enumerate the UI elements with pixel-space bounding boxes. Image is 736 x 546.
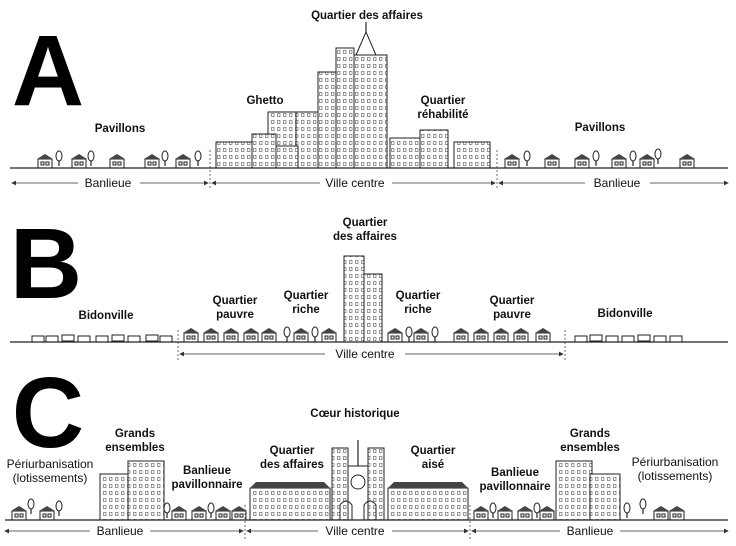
label-rich-1: Quartier bbox=[411, 445, 456, 457]
label-poor-left-2: pauvre bbox=[216, 309, 254, 321]
skyscrapers bbox=[295, 22, 388, 169]
label-bidonville-right: Bidonville bbox=[598, 308, 653, 320]
label-business-district: Quartier des affaires bbox=[311, 10, 423, 22]
zone-ville-centre-c: Ville centre bbox=[325, 524, 384, 538]
label-ge-left-2: ensembles bbox=[105, 442, 164, 454]
label-pavillons-right: Pavillons bbox=[575, 122, 626, 134]
label-rehab-1: Quartier bbox=[421, 95, 466, 107]
zone-banlieue-right: Banlieue bbox=[594, 176, 641, 190]
label-banl-right-2: pavillonnaire bbox=[480, 481, 551, 493]
label-business-2: des affaires bbox=[260, 459, 324, 471]
label-peri-left-2: (lotissements) bbox=[13, 471, 88, 485]
label-poor-right-2: pauvre bbox=[493, 309, 531, 321]
label-banl-left-2: pavillonnaire bbox=[172, 479, 243, 491]
ghetto-buildings bbox=[215, 111, 299, 169]
label-banl-right-1: Banlieue bbox=[491, 467, 539, 479]
label-bidonville-left: Bidonville bbox=[79, 310, 134, 322]
label-rich-right-2: riche bbox=[404, 304, 432, 316]
label-peri-left-1: Périurbanisation bbox=[7, 457, 94, 471]
label-business-2: des affaires bbox=[333, 231, 397, 243]
label-rehab-2: réhabilité bbox=[417, 109, 468, 121]
label-peri-right-1: Périurbanisation bbox=[632, 455, 719, 469]
label-rich-right-1: Quartier bbox=[396, 290, 441, 302]
label-rich-left-2: riche bbox=[292, 304, 320, 316]
panel-letter-a: A bbox=[12, 15, 84, 127]
panel-a: A Quartier des affaires Ghetto Quartier … bbox=[10, 10, 729, 190]
label-heart: Cœur historique bbox=[310, 408, 399, 420]
label-peri-right-2: (lotissements) bbox=[638, 469, 713, 483]
panel-letter-c: C bbox=[12, 357, 84, 469]
zone-ville-centre-b: Ville centre bbox=[335, 347, 394, 361]
cathedral bbox=[331, 440, 385, 521]
zone-banlieue-left-c: Banlieue bbox=[97, 524, 144, 538]
label-ge-left-1: Grands bbox=[115, 428, 155, 440]
panel-b: B Quartier des affaires Bidonville Quart… bbox=[10, 208, 728, 362]
label-rich-2: aisé bbox=[422, 459, 444, 471]
label-rich-left-1: Quartier bbox=[284, 290, 329, 302]
label-poor-right-1: Quartier bbox=[490, 295, 535, 307]
zone-ville-centre: Ville centre bbox=[325, 176, 384, 190]
label-business-1: Quartier bbox=[343, 217, 388, 229]
label-business-1: Quartier bbox=[270, 445, 315, 457]
label-ghetto: Ghetto bbox=[246, 95, 283, 107]
rehab-buildings bbox=[389, 129, 491, 169]
zone-banlieue-left: Banlieue bbox=[85, 176, 132, 190]
housing-estates bbox=[99, 460, 621, 521]
label-ge-right-2: ensembles bbox=[560, 442, 619, 454]
label-ge-right-1: Grands bbox=[570, 428, 610, 440]
label-banl-left-1: Banlieue bbox=[183, 465, 231, 477]
zone-banlieue-right-c: Banlieue bbox=[567, 524, 614, 538]
label-poor-left-1: Quartier bbox=[213, 295, 258, 307]
panel-c: C Cœur historique Grands ensembles Périu… bbox=[4, 357, 729, 540]
towers-b bbox=[343, 255, 383, 343]
label-pavillons-left: Pavillons bbox=[95, 123, 146, 135]
panel-letter-b: B bbox=[10, 208, 82, 320]
